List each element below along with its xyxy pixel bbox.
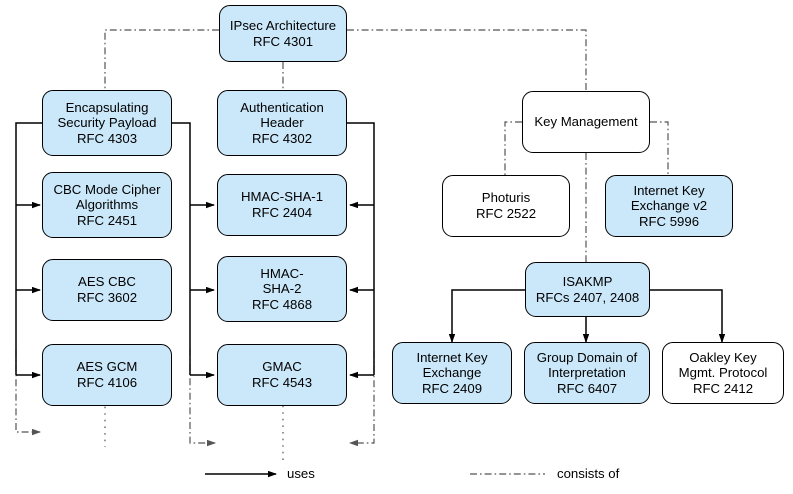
node-line: HMAC-	[260, 265, 304, 281]
node-isakmp[interactable]: ISAKMP RFCs 2407, 2408	[525, 262, 650, 317]
node-line: Interpretation	[548, 365, 626, 381]
node-line: RFC 3602	[76, 290, 138, 305]
node-line: Internet Key	[633, 182, 705, 198]
node-ipsec-architecture[interactable]: IPsec Architecture RFC 4301	[219, 5, 347, 62]
node-esp[interactable]: Encapsulating Security Payload RFC 4303	[42, 90, 172, 156]
node-line: Algorithms	[75, 197, 139, 213]
node-line: Authentication	[240, 99, 324, 115]
node-line: RFC 4543	[251, 375, 313, 390]
node-line: AES GCM	[76, 359, 138, 375]
node-line: SHA-2	[262, 281, 302, 297]
node-line: RFC 4301	[252, 33, 314, 49]
node-line: RFC 2409	[421, 380, 483, 396]
node-line: Header	[260, 115, 304, 131]
node-line: CBC Mode Cipher	[53, 181, 161, 197]
node-key-management[interactable]: Key Management	[522, 91, 650, 153]
node-line: Exchange	[422, 365, 482, 381]
node-hmac-sha-1[interactable]: HMAC-SHA-1 RFC 2404	[217, 174, 347, 236]
node-line: Photuris	[481, 190, 531, 206]
node-line: ISAKMP	[562, 273, 613, 289]
node-authentication-header[interactable]: Authentication Header RFC 4302	[217, 90, 347, 156]
node-line: Security Payload	[57, 115, 157, 131]
legend-consists-of-label: consists of	[557, 466, 620, 481]
node-line: Mgmt. Protocol	[678, 365, 768, 381]
node-line: RFC 4868	[251, 296, 313, 312]
node-gmac[interactable]: GMAC RFC 4543	[217, 344, 347, 406]
node-line: RFC 2522	[475, 206, 537, 221]
node-line: Encapsulating	[65, 99, 149, 115]
node-internet-key-exchange[interactable]: Internet Key Exchange RFC 2409	[392, 342, 512, 404]
node-line: RFC 2404	[251, 205, 313, 220]
node-line: Group Domain of	[536, 349, 638, 365]
node-line: Oakley Key	[689, 349, 757, 365]
node-line: RFC 4302	[251, 130, 313, 146]
legend-uses-label: uses	[287, 466, 315, 481]
node-photuris[interactable]: Photuris RFC 2522	[442, 175, 570, 237]
node-cbc-mode-cipher-algorithms[interactable]: CBC Mode Cipher Algorithms RFC 2451	[42, 172, 172, 238]
node-line: RFC 2412	[692, 380, 754, 396]
node-line: IPsec Architecture	[229, 17, 337, 33]
uses-connectors	[15, 122, 726, 379]
node-line: RFC 4106	[76, 375, 138, 390]
node-oakley-key-mgmt-protocol[interactable]: Oakley Key Mgmt. Protocol RFC 2412	[662, 342, 784, 404]
node-line: Exchange v2	[630, 198, 708, 214]
node-line: HMAC-SHA-1	[240, 189, 324, 205]
node-line: AES CBC	[78, 274, 136, 290]
node-hmac-sha-2[interactable]: HMAC- SHA-2 RFC 4868	[217, 256, 347, 322]
node-line: Internet Key	[416, 349, 488, 365]
node-line: RFC 5996	[638, 213, 700, 229]
node-ikev2[interactable]: Internet Key Exchange v2 RFC 5996	[605, 175, 733, 237]
node-line: Key Management	[534, 114, 638, 130]
node-line: RFCs 2407, 2408	[535, 289, 640, 305]
node-group-domain-of-interpretation[interactable]: Group Domain of Interpretation RFC 6407	[524, 342, 650, 404]
node-aes-cbc[interactable]: AES CBC RFC 3602	[42, 259, 172, 321]
node-line: GMAC	[262, 359, 302, 375]
node-line: RFC 2451	[76, 212, 138, 228]
node-line: RFC 4303	[76, 130, 138, 146]
node-aes-gcm[interactable]: AES GCM RFC 4106	[42, 344, 172, 406]
node-line: RFC 6407	[556, 380, 618, 396]
